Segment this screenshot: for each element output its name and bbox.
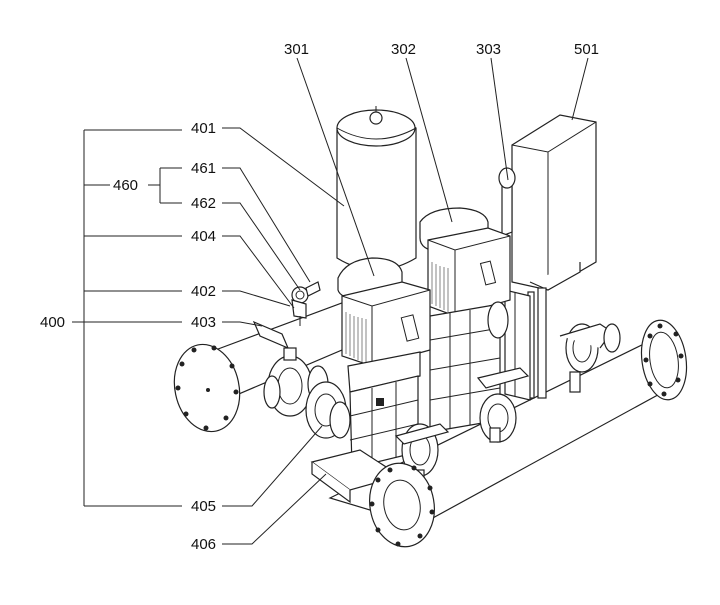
inlet-manifold-pipe — [173, 299, 357, 433]
label-402: 402 — [191, 283, 216, 300]
front-valve-set — [305, 381, 450, 487]
motor-301 — [337, 257, 431, 469]
motor-302 — [419, 207, 511, 433]
label-302: 302 — [391, 41, 416, 58]
bracket-400 — [72, 129, 182, 507]
outlet-flange — [369, 462, 435, 548]
motor-301-fins — [345, 312, 367, 363]
label-461: 461 — [191, 160, 216, 177]
label-404: 404 — [191, 228, 216, 245]
label-460: 460 — [113, 177, 138, 194]
pressure-gauge — [291, 281, 321, 326]
bracket-460 — [148, 167, 182, 204]
label-406: 406 — [191, 536, 216, 553]
label-400: 400 — [40, 314, 65, 331]
label-303: 303 — [476, 41, 501, 58]
control-cabinet — [511, 114, 597, 399]
label-501: 501 — [574, 41, 599, 58]
leader-lines — [222, 57, 589, 545]
rear-valve-set — [476, 301, 621, 443]
label-462: 462 — [191, 195, 216, 212]
label-405: 405 — [191, 498, 216, 515]
label-401: 401 — [191, 120, 216, 137]
motor-302-fins — [431, 262, 449, 312]
label-301: 301 — [284, 41, 309, 58]
label-403: 403 — [191, 314, 216, 331]
